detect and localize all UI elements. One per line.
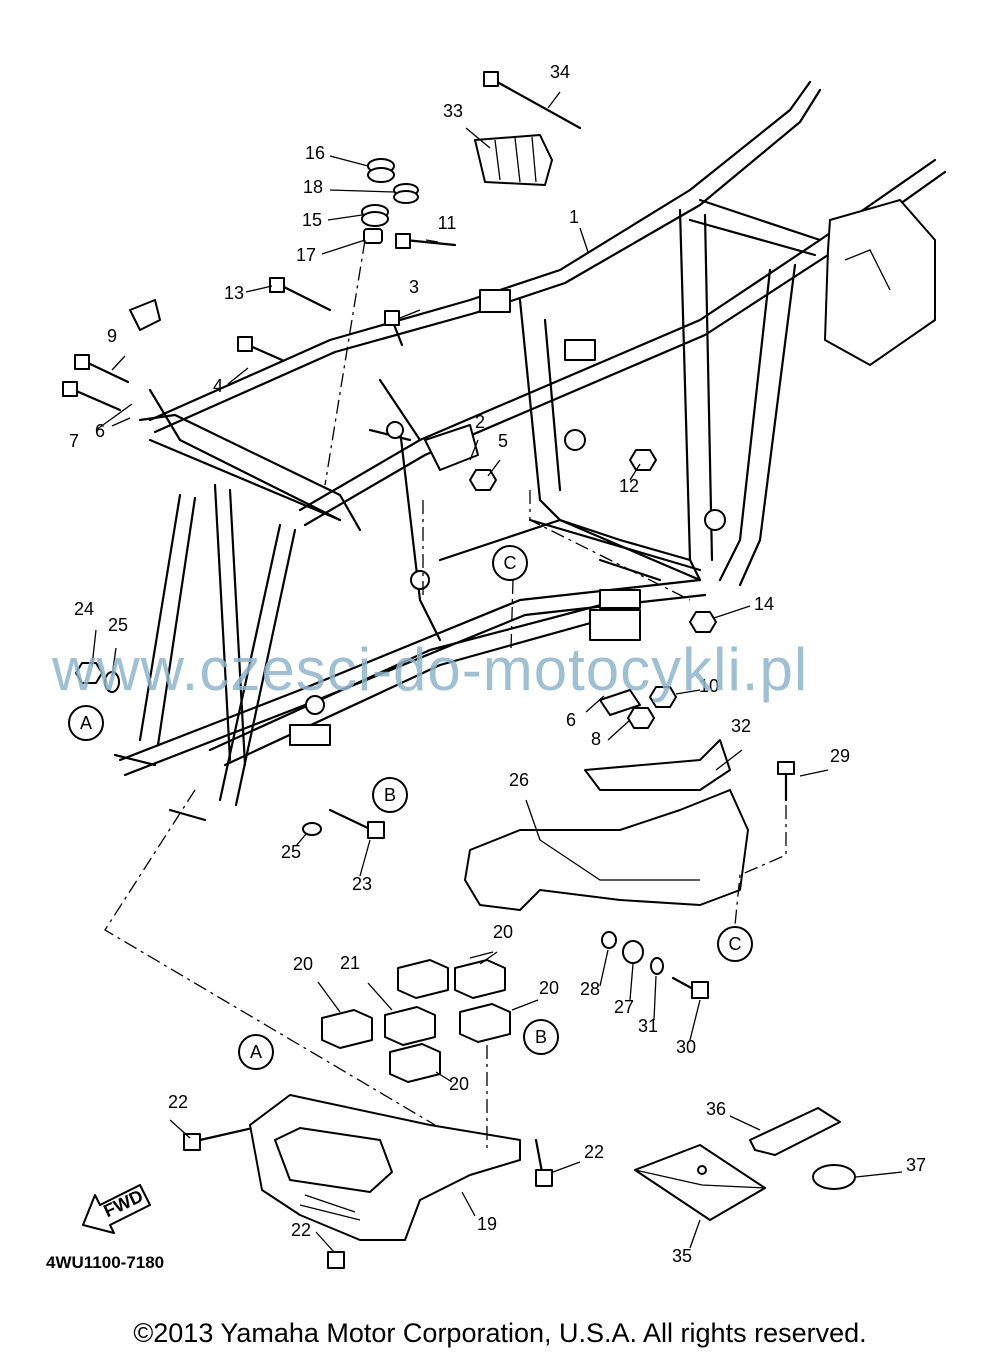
ref-marker-letter: B — [384, 785, 396, 805]
front-guard-drawing — [249, 1094, 521, 1241]
catalog-code: 4WU1100-7180 — [46, 1253, 165, 1272]
part-label-26: 26 — [509, 770, 529, 790]
accessory-parts — [634, 1107, 856, 1221]
part-label-22: 22 — [168, 1092, 188, 1112]
part-label-6: 6 — [95, 421, 105, 441]
part-label-37: 37 — [906, 1155, 926, 1175]
part-label-13: 13 — [224, 283, 244, 303]
part-label-5: 5 — [498, 431, 508, 451]
part-label-27: 27 — [614, 997, 634, 1017]
ref-marker-circle — [717, 926, 753, 962]
ref-marker-c: C — [717, 926, 753, 962]
part-label-4: 4 — [213, 376, 223, 396]
ref-marker-circle — [372, 777, 408, 813]
ref-marker-letter: C — [504, 553, 517, 573]
ref-marker-letter: A — [250, 1042, 262, 1062]
reference-lines — [104, 239, 787, 1150]
part-label-20: 20 — [539, 978, 559, 998]
part-label-6: 6 — [566, 710, 576, 730]
part-label-1: 1 — [569, 207, 579, 227]
main-frame-drawing — [113, 80, 947, 822]
part-label-19: 19 — [477, 1214, 497, 1234]
part-label-7: 7 — [69, 431, 79, 451]
part-label-22: 22 — [291, 1220, 311, 1240]
ref-marker-c: C — [492, 545, 528, 581]
part-label-24: 24 — [74, 599, 94, 619]
rubber-blocks — [321, 959, 511, 1083]
part-label-36: 36 — [706, 1099, 726, 1119]
part-label-10: 10 — [699, 676, 719, 696]
skid-plate-drawing — [464, 739, 749, 911]
hardware-parts — [62, 71, 795, 1269]
ref-marker-circle — [523, 1019, 559, 1055]
part-label-34: 34 — [550, 62, 570, 82]
ref-marker-a: A — [68, 705, 104, 741]
part-label-33: 33 — [443, 101, 463, 121]
part-label-18: 18 — [303, 177, 323, 197]
part-label-17: 17 — [296, 245, 316, 265]
part-label-28: 28 — [580, 979, 600, 999]
ref-marker-circle — [492, 545, 528, 581]
part-label-35: 35 — [672, 1246, 692, 1266]
ref-marker-a: A — [238, 1034, 274, 1070]
part-label-23: 23 — [352, 874, 372, 894]
part-number-labels: 1234566789101112131415161718192020202021… — [69, 62, 926, 1266]
ref-marker-b: B — [372, 777, 408, 813]
copyright-notice: ©2013 Yamaha Motor Corporation, U.S.A. A… — [133, 1318, 867, 1348]
fwd-arrow: FWD — [82, 1184, 151, 1234]
part-label-20: 20 — [493, 922, 513, 942]
ref-marker-letter: B — [535, 1027, 547, 1047]
reference-markers: A B C C A B — [68, 545, 753, 1070]
ref-marker-letter: A — [80, 713, 92, 733]
ref-marker-letter: C — [729, 934, 742, 954]
part-label-25: 25 — [108, 615, 128, 635]
part-label-25: 25 — [281, 842, 301, 862]
watermark: www.czesci-do-motocykli.pl — [52, 636, 809, 703]
ref-marker-circle — [238, 1034, 274, 1070]
part-label-11: 11 — [438, 213, 457, 233]
part-label-29: 29 — [830, 746, 850, 766]
part-label-20: 20 — [293, 954, 313, 974]
part-label-21: 21 — [340, 953, 360, 973]
part-label-30: 30 — [676, 1037, 696, 1057]
part-label-22: 22 — [584, 1142, 604, 1162]
part-label-32: 32 — [731, 716, 751, 736]
part-label-15: 15 — [302, 210, 322, 230]
leader-lines — [91, 91, 903, 1253]
ref-marker-circle — [68, 705, 104, 741]
part-label-14: 14 — [754, 594, 774, 614]
ref-marker-b: B — [523, 1019, 559, 1055]
part-label-3: 3 — [409, 277, 419, 297]
part-label-9: 9 — [107, 326, 117, 346]
part-label-31: 31 — [638, 1016, 658, 1036]
part-label-12: 12 — [619, 476, 639, 496]
part-label-16: 16 — [305, 143, 325, 163]
part-label-8: 8 — [591, 729, 601, 749]
part-label-20: 20 — [449, 1074, 469, 1094]
part-label-2: 2 — [475, 412, 485, 432]
